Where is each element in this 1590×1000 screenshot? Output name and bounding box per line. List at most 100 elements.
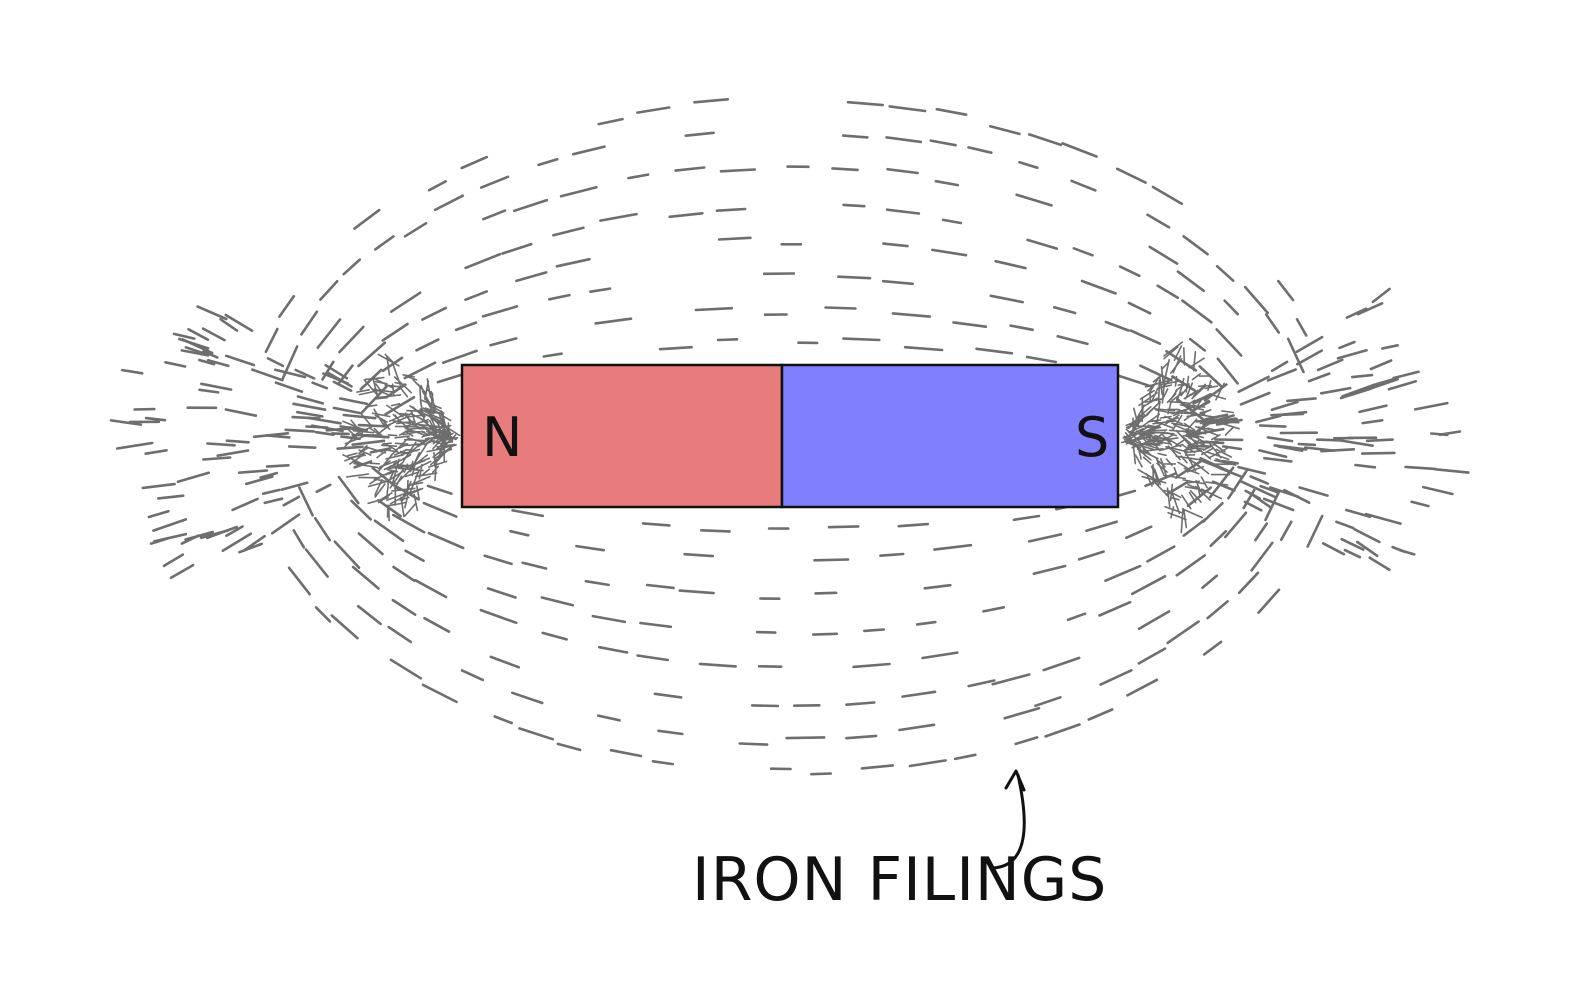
iron-filing (1185, 428, 1207, 435)
iron-filing (1179, 404, 1205, 411)
iron-filing (350, 499, 373, 521)
iron-filing (198, 388, 220, 394)
iron-filing (389, 291, 422, 314)
iron-filing (489, 337, 518, 347)
iron-filing (1099, 668, 1133, 686)
iron-filing (1184, 480, 1200, 485)
iron-filing (387, 464, 413, 470)
iron-filing (1192, 393, 1212, 403)
iron-filing (699, 528, 731, 533)
iron-filing (356, 604, 382, 626)
iron-filing (1139, 364, 1173, 382)
iron-filing (881, 279, 915, 286)
iron-filing (827, 525, 860, 529)
iron-filing (885, 208, 921, 215)
iron-filing (373, 235, 395, 251)
iron-filing (1279, 520, 1293, 542)
iron-filing (1187, 436, 1210, 449)
iron-filing (1277, 279, 1295, 302)
iron-filing (417, 437, 431, 448)
iron-filing (991, 673, 1031, 686)
iron-filing (719, 168, 757, 173)
iron-filing (374, 478, 383, 496)
iron-filing (355, 388, 371, 393)
iron-filing (1118, 265, 1141, 278)
iron-filing (414, 425, 426, 430)
iron-filing (332, 406, 362, 415)
iron-filing (387, 434, 398, 437)
iron-filing (953, 753, 977, 761)
iron-filing (387, 625, 413, 644)
iron-filing (836, 275, 872, 280)
iron-filing (1115, 167, 1147, 184)
iron-filing (176, 471, 210, 484)
iron-filing (684, 131, 715, 137)
iron-filing (693, 98, 730, 104)
iron-filing (1173, 466, 1179, 478)
iron-filing (426, 484, 453, 496)
iron-filing (1354, 463, 1377, 469)
iron-filing (1286, 397, 1317, 403)
bar-magnet: N S (460, 363, 1120, 509)
iron-filing (1143, 447, 1152, 457)
iron-filing (437, 412, 452, 422)
iron-filing (901, 690, 937, 698)
iron-filing (224, 313, 254, 333)
iron-filing (1129, 329, 1162, 346)
iron-filing (479, 608, 518, 625)
south-pole-label: S (1075, 406, 1109, 469)
iron-filing (1404, 465, 1437, 471)
iron-filing (1192, 350, 1197, 372)
iron-filing (1014, 736, 1039, 746)
iron-filing (1123, 435, 1140, 445)
iron-filing (1184, 451, 1197, 472)
iron-filing (521, 561, 548, 570)
iron-filing (1157, 452, 1167, 457)
iron-filing (678, 589, 715, 595)
iron-filing (394, 442, 408, 445)
iron-filing (1066, 612, 1087, 622)
iron-filing (1126, 678, 1159, 697)
iron-filing (1221, 410, 1234, 414)
iron-filing (386, 504, 389, 518)
iron-filing (651, 759, 675, 766)
iron-filing (810, 772, 833, 776)
iron-filing (556, 742, 582, 752)
iron-filing (292, 529, 306, 549)
iron-filing (717, 236, 752, 241)
iron-filing (1237, 465, 1267, 475)
iron-filing (371, 466, 400, 490)
iron-filing (369, 462, 380, 465)
iron-filing (374, 383, 382, 392)
iron-filing (1026, 238, 1059, 250)
iron-filing (245, 475, 274, 486)
iron-filing (1027, 533, 1063, 543)
iron-filing (1227, 468, 1249, 500)
iron-filing (314, 430, 335, 437)
iron-filing (357, 341, 387, 368)
iron-filing (172, 332, 196, 340)
iron-filing (1207, 440, 1222, 459)
iron-filing (1003, 706, 1041, 720)
iron-filing (596, 714, 621, 722)
iron-filing (1130, 574, 1167, 596)
iron-filing (594, 317, 633, 325)
iron-filing (429, 458, 438, 466)
iron-filing (898, 723, 936, 732)
iron-filing (1077, 550, 1105, 561)
iron-filing (501, 242, 533, 255)
iron-filing (1154, 437, 1169, 440)
iron-filing (1163, 341, 1184, 357)
iron-filing (141, 482, 176, 490)
iron-filing (1137, 610, 1171, 631)
iron-filing (330, 432, 350, 436)
iron-filing (382, 442, 393, 445)
iron-filing (404, 430, 414, 437)
iron-filing (1125, 525, 1153, 540)
iron-filing (515, 271, 548, 283)
iron-filing (184, 345, 207, 356)
iron-filing (378, 453, 394, 472)
iron-filing (1176, 270, 1205, 293)
iron-filing (645, 583, 675, 590)
iron-filing (1243, 285, 1269, 315)
